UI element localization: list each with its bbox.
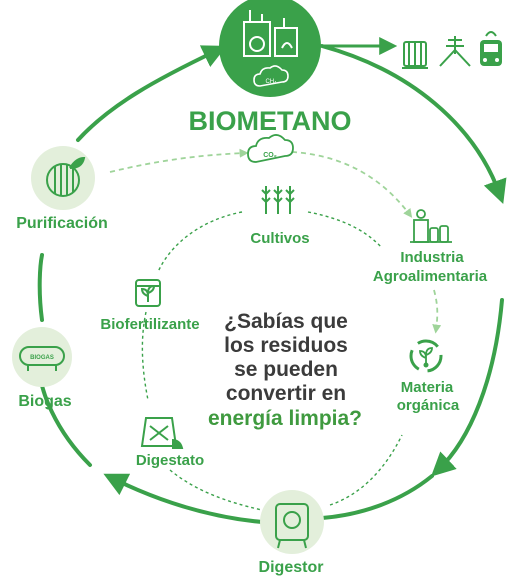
biogas-tank-icon: BIOGAS (19, 346, 65, 371)
recycle-plant-icon (409, 339, 443, 373)
inner-cycle (141, 211, 403, 511)
factory-bottles-icon (410, 209, 452, 243)
center-question: ¿Sabías que los residuos se pueden conve… (208, 310, 362, 430)
ch4-cloud-icon: CH₄ (253, 65, 289, 87)
cultivos-label: Cultivos (250, 230, 309, 247)
biometano-node: CH₄ (219, 0, 321, 97)
biogas-node: BIOGAS (12, 327, 72, 387)
biometano-title: BIOMETANO (189, 106, 352, 136)
center-line-1: ¿Sabías que (224, 310, 348, 333)
digestor-node (260, 490, 324, 554)
digestato-label: Digestato (136, 452, 204, 469)
digestor-icon (275, 503, 309, 549)
center-line-2: los residuos (224, 334, 348, 357)
arc-biogas-to-purificacion (37, 253, 44, 322)
purificacion-label: Purificación (16, 215, 108, 232)
center-line-4: convertir en (226, 382, 346, 405)
center-line-3: se pueden (234, 358, 338, 381)
materia-label-line2: orgánica (397, 397, 460, 414)
industria-label-line2: Agroalimentaria (373, 268, 488, 285)
center-line-5: energía limpia? (208, 407, 362, 430)
arc-digestor-right (320, 474, 434, 520)
arc-materia-to-digestor (431, 298, 504, 477)
heating-radiator-icon (402, 41, 428, 69)
co2-flow (109, 148, 442, 334)
arc-digestor-to-biogas (103, 473, 264, 524)
wheat-icon (261, 186, 295, 214)
materia-label-line1: Materia (401, 379, 454, 396)
digestate-bag-icon (140, 417, 184, 449)
svg-text:CH₄: CH₄ (265, 79, 277, 85)
industria-label-line1: Industria (400, 249, 464, 266)
co2-cloud-icon: CO₂ (247, 134, 294, 163)
svg-text:CO₂: CO₂ (263, 152, 277, 159)
plant-factory-icon (243, 10, 298, 57)
biofertilizante-label: Biofertilizante (100, 316, 199, 333)
arc-factory-to-industria (320, 44, 507, 205)
purificacion-node (31, 146, 95, 210)
house-network-icon (439, 36, 471, 67)
svg-text:BIOGAS: BIOGAS (30, 355, 54, 361)
arc-purificacion-to-factory (76, 45, 227, 142)
filter-icon (46, 156, 86, 197)
digestor-label: Digestor (259, 559, 324, 576)
fertilizer-bag-icon (135, 279, 161, 307)
biogas-label: Biogas (18, 393, 71, 410)
bus-icon (480, 31, 502, 66)
outer-cycle (37, 44, 507, 524)
